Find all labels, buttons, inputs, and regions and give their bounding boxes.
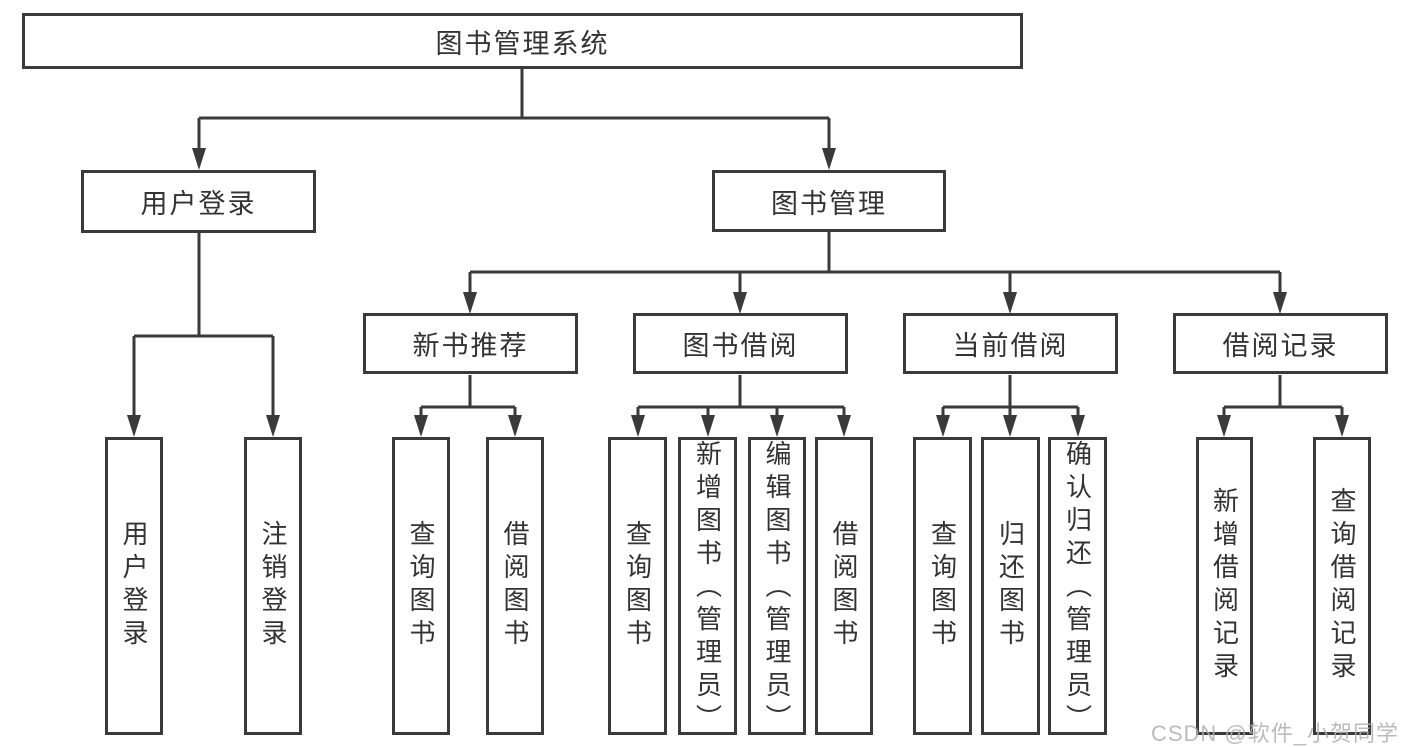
arrowhead-icon [127, 415, 141, 437]
watermark: CSDN @软件_小贺同学 [1150, 721, 1399, 746]
leaf-logout-label: 注销登录 [258, 520, 288, 652]
node-current-borrow-label: 当前借阅 [952, 331, 1069, 361]
leaf-query-borrow-record: 查询借阅记录 [1313, 437, 1371, 735]
leaf-user-login: 用户登录 [105, 437, 163, 735]
leaf-add-book-admin-label: 新增图书（管理员） [692, 440, 723, 737]
leaf-edit-book-admin: 编辑图书（管理员） [748, 437, 806, 737]
leaf-query-books-current-label: 查询图书 [927, 520, 958, 652]
node-current-borrow: 当前借阅 [903, 313, 1118, 374]
leaf-query-books-recommend-label: 查询图书 [406, 520, 436, 652]
arrowhead-icon [463, 292, 477, 314]
arrowhead-icon [414, 415, 428, 437]
node-borrow-records: 借阅记录 [1173, 313, 1388, 374]
arrowhead-icon [1071, 415, 1085, 437]
arrowhead-icon [508, 415, 522, 437]
leaf-borrow-books-recommend-label: 借阅图书 [500, 520, 530, 652]
arrowhead-icon [1003, 415, 1017, 437]
arrowhead-icon [733, 292, 747, 314]
node-book-borrow: 图书借阅 [633, 313, 848, 374]
arrowhead-icon [1217, 415, 1231, 437]
arrowhead-icon [631, 415, 645, 437]
leaf-borrow-books-label: 借阅图书 [829, 520, 859, 652]
node-book-borrow-label: 图书借阅 [682, 331, 799, 361]
leaf-add-borrow-record-label: 新增借阅记录 [1209, 487, 1240, 685]
leaf-edit-book-admin-label: 编辑图书（管理员） [762, 440, 792, 737]
leaf-add-book-admin: 新增图书（管理员） [678, 437, 737, 737]
node-root: 图书管理系统 [22, 13, 1023, 69]
node-root-label: 图书管理系统 [435, 28, 610, 59]
leaf-add-borrow-record: 新增借阅记录 [1196, 437, 1253, 735]
arrowhead-icon [1273, 292, 1287, 314]
node-new-book-recommend: 新书推荐 [363, 313, 578, 374]
node-user-login-label: 用户登录 [140, 189, 257, 219]
leaf-query-borrow-record-label: 查询借阅记录 [1327, 487, 1357, 685]
leaf-query-books-recommend: 查询图书 [392, 437, 450, 735]
arrowhead-icon [266, 415, 280, 437]
arrowhead-icon [1003, 292, 1017, 314]
arrowhead-icon [837, 415, 851, 437]
arrowhead-icon [936, 415, 950, 437]
leaf-logout: 注销登录 [244, 437, 302, 735]
arrowhead-icon [1335, 415, 1349, 437]
node-book-management: 图书管理 [712, 170, 946, 232]
leaf-query-books-borrow: 查询图书 [608, 437, 667, 735]
arrowhead-icon [822, 148, 836, 170]
arrowhead-icon [770, 415, 784, 437]
node-borrow-records-label: 借阅记录 [1222, 331, 1339, 361]
leaf-borrow-books: 借阅图书 [815, 437, 873, 735]
node-book-management-label: 图书管理 [771, 188, 887, 219]
leaf-query-books-current: 查询图书 [913, 437, 972, 735]
leaf-confirm-return-admin-label: 确认归还（管理员） [1062, 440, 1093, 737]
node-user-login: 用户登录 [81, 170, 316, 233]
arrowhead-icon [701, 415, 715, 437]
arrowhead-icon [192, 148, 206, 170]
leaf-borrow-books-recommend: 借阅图书 [486, 437, 544, 735]
leaf-user-login-label: 用户登录 [119, 520, 149, 652]
leaf-query-books-borrow-label: 查询图书 [622, 520, 653, 652]
leaf-confirm-return-admin: 确认归还（管理员） [1048, 437, 1107, 737]
leaf-return-book: 归还图书 [981, 437, 1040, 735]
leaf-return-book-label: 归还图书 [995, 520, 1026, 652]
node-new-book-recommend-label: 新书推荐 [412, 331, 529, 361]
